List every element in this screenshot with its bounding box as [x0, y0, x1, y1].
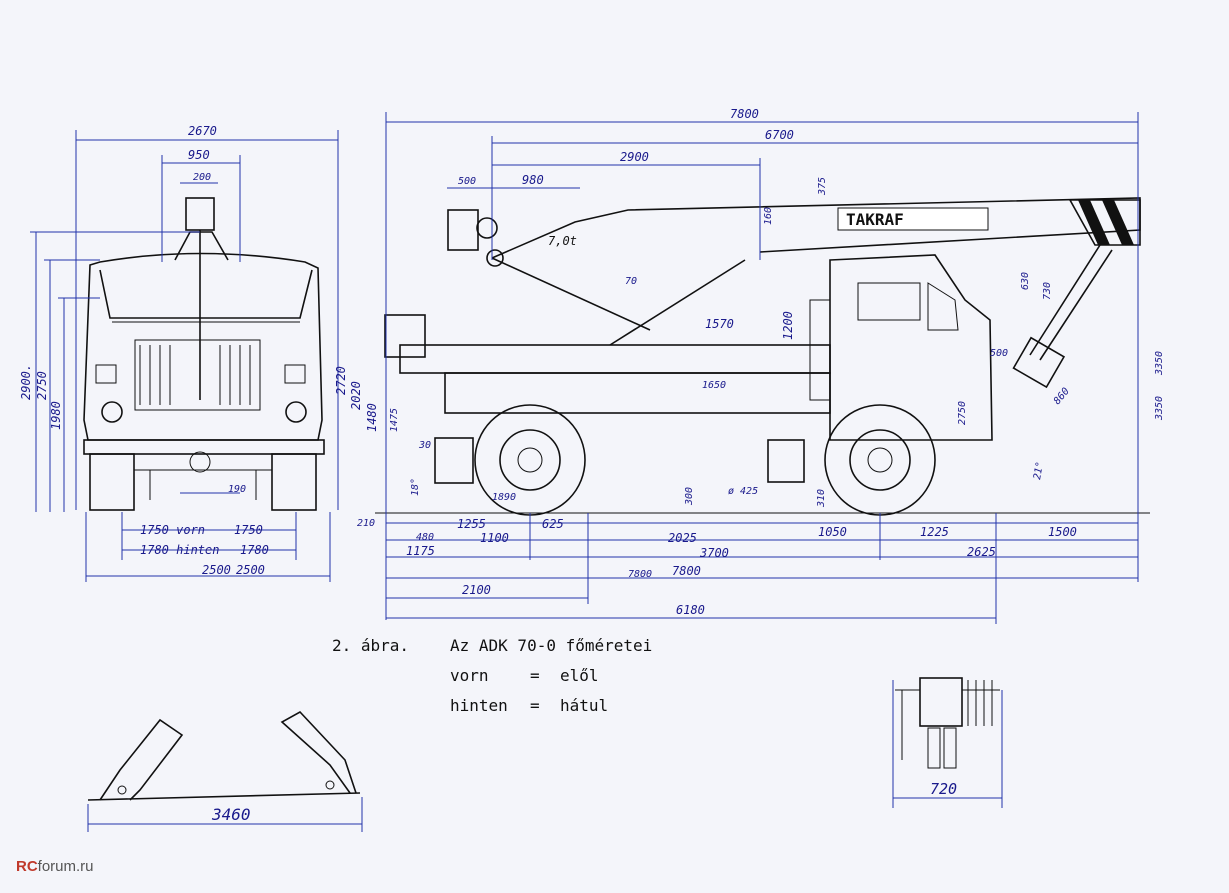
dim-side-1475: 1475 [389, 408, 400, 432]
caption-hinten: hinten [450, 696, 508, 715]
dim-width-a: 2500 [202, 563, 231, 577]
dim-front-2750: 2750 [35, 371, 49, 400]
dim-side-375: 375 [817, 177, 828, 196]
dim-side-730: 730 [1042, 282, 1053, 300]
dim-side-1650: 1650 [702, 380, 726, 391]
dim-side-300: 300 [684, 487, 695, 506]
dim-front-950: 950 [188, 148, 210, 162]
load-mark: 7,0t [548, 234, 577, 248]
dim-side-480: 480 [416, 532, 434, 543]
dim-side-2750: 2750 [957, 401, 968, 425]
dim-detail-width: 720 [930, 780, 957, 798]
caption-eq-1: = [530, 666, 540, 685]
dim-side-7800b: 7800 [672, 564, 701, 578]
dim-side-2100: 2100 [462, 583, 491, 597]
dim-side-1100: 1100 [480, 531, 509, 545]
dim-front-190: 190 [228, 484, 246, 495]
watermark: RCforum.ru [16, 858, 94, 875]
dim-side-1175: 1175 [406, 544, 435, 558]
dim-side-1890: 1890 [492, 492, 516, 503]
caption-eq-2: = [530, 696, 540, 715]
dim-side-6180: 6180 [676, 603, 705, 617]
dim-rear-track-b: 1780 [240, 543, 269, 557]
dim-side-860: 860 [1052, 386, 1072, 407]
outrigger-detail: 3460 [87, 710, 363, 832]
dim-side-160: 160 [763, 207, 774, 225]
dim-side-6700: 6700 [765, 128, 794, 142]
dim-side-310: 310 [816, 489, 827, 508]
dim-side-2025: 2025 [668, 531, 697, 545]
dim-front-200: 200 [193, 172, 211, 183]
dim-side-21deg: 21° [1032, 461, 1046, 481]
dim-side-3350: 3350 [1154, 351, 1165, 376]
dim-front-track-b: 1750 [234, 523, 263, 537]
front-view: 2670 950 200 2900. 2750 1980 190 1750 vo… [19, 124, 339, 582]
dim-side-18deg: 18° [410, 478, 421, 496]
dim-side-630: 630 [1020, 272, 1031, 290]
dim-side-425: ø 425 [728, 486, 758, 497]
dim-side-2900: 2900 [620, 150, 649, 164]
boom-brand-label: TAKRAF [846, 210, 904, 229]
small-detail: 720 [892, 677, 1003, 808]
dim-side-7800a: 7800 [628, 569, 652, 580]
dim-side-2020: 2020 [349, 381, 363, 410]
side-view: TAKRAF 7,0t 7800 6700 2900 500 980 375 1… [334, 107, 1165, 624]
dim-front-track-a: 1750 vorn [140, 523, 205, 537]
caption-figure-number: 2. ábra. [332, 636, 410, 655]
dim-front-1980: 1980 [49, 401, 63, 430]
caption-hatul: hátul [560, 696, 609, 715]
dim-side-980: 980 [522, 173, 544, 187]
dim-side-1200: 1200 [781, 311, 795, 340]
dim-side-1225: 1225 [920, 525, 949, 539]
watermark-suffix: forum.ru [37, 858, 94, 875]
dim-side-2625: 2625 [967, 545, 996, 559]
dim-side-3700: 3700 [699, 546, 729, 560]
caption-vorn: vorn [450, 666, 489, 685]
dim-side-210: 210 [357, 518, 375, 529]
dim-side-7800: 7800 [730, 107, 759, 121]
dim-side-1500: 1500 [1048, 525, 1077, 539]
dim-side-500: 500 [458, 176, 476, 187]
caption-elol: elől [560, 666, 599, 685]
dim-side-500b: 500 [990, 348, 1008, 359]
dim-side-70: 70 [625, 276, 637, 287]
dim-side-1050: 1050 [818, 525, 847, 539]
caption-title: Az ADK 70-0 főméretei [450, 636, 653, 655]
watermark-prefix: RC [16, 858, 38, 875]
dim-side-1255: 1255 [457, 517, 486, 531]
dim-side-1570: 1570 [705, 317, 734, 331]
dim-front-2900: 2900. [19, 364, 33, 400]
dim-width-b: 2500 [236, 563, 265, 577]
dim-side-625: 625 [542, 517, 564, 531]
dim-side-2720: 2720 [334, 366, 348, 395]
dim-front-overall-width: 2670 [188, 124, 217, 138]
dim-outrigger-span: 3460 [211, 805, 251, 824]
dim-side-1480: 1480 [365, 403, 379, 432]
dim-side-3350b: 3350 [1154, 396, 1165, 421]
dim-rear-track-a: 1780 hinten [140, 543, 219, 557]
dim-side-30: 30 [418, 440, 431, 451]
